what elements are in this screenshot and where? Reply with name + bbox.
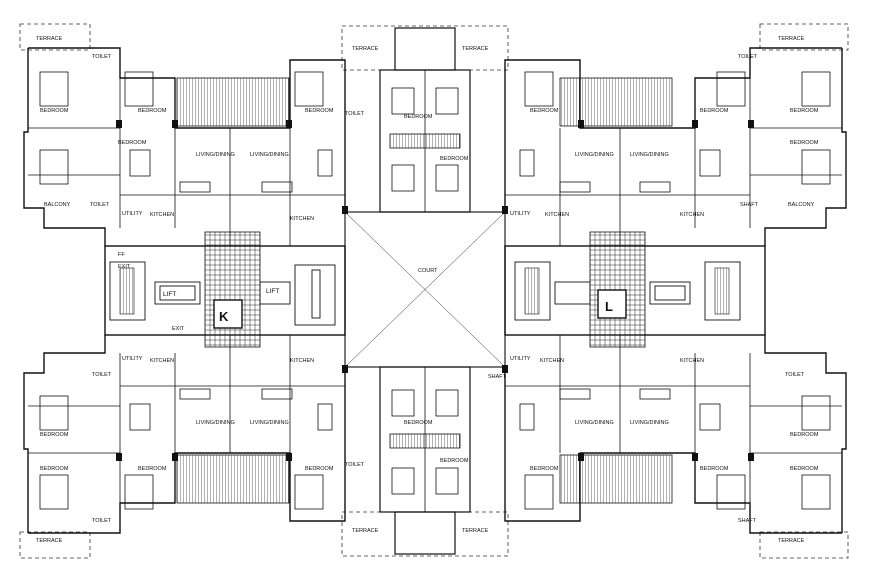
svg-text:TOILET: TOILET [92, 518, 112, 524]
svg-text:BEDROOM: BEDROOM [790, 432, 819, 438]
svg-text:KITCHEN: KITCHEN [680, 358, 704, 364]
svg-text:TOILET: TOILET [345, 111, 365, 117]
central-units [379, 27, 471, 555]
svg-text:KITCHEN: KITCHEN [290, 358, 314, 364]
svg-text:LIFT: LIFT [266, 288, 279, 295]
svg-text:FF: FF [118, 252, 125, 258]
columns [116, 120, 754, 461]
core-elements [109, 261, 741, 329]
svg-text:UTILITY: UTILITY [122, 356, 143, 362]
svg-text:BEDROOM: BEDROOM [138, 466, 167, 472]
central-court [344, 211, 506, 368]
court-label: COURT [418, 268, 438, 274]
svg-text:UTILITY: UTILITY [122, 211, 143, 217]
svg-text:LIVING/DINING: LIVING/DINING [630, 420, 669, 426]
svg-text:LIVING/DINING: LIVING/DINING [250, 420, 289, 426]
dashed-terrace-outlines [19, 23, 849, 559]
svg-text:BEDROOM: BEDROOM [40, 432, 69, 438]
svg-text:TOILET: TOILET [345, 462, 365, 468]
svg-text:UTILITY: UTILITY [510, 356, 531, 362]
svg-text:LIVING/DINING: LIVING/DINING [630, 152, 669, 158]
svg-text:BEDROOM: BEDROOM [404, 420, 433, 426]
svg-text:BEDROOM: BEDROOM [305, 466, 334, 472]
svg-text:BEDROOM: BEDROOM [305, 108, 334, 114]
svg-text:TOILET: TOILET [738, 54, 758, 60]
svg-text:LIVING/DINING: LIVING/DINING [250, 152, 289, 158]
svg-text:KITCHEN: KITCHEN [680, 212, 704, 218]
svg-text:BALCONY: BALCONY [44, 202, 71, 208]
svg-text:TERRACE: TERRACE [352, 528, 379, 534]
balcony-hatches [176, 77, 673, 504]
furniture [39, 71, 831, 510]
svg-text:EXIT: EXIT [118, 264, 131, 270]
svg-text:LIVING/DINING: LIVING/DINING [196, 420, 235, 426]
svg-text:TERRACE: TERRACE [352, 46, 379, 52]
svg-text:SHAFT: SHAFT [488, 374, 507, 380]
svg-text:TERRACE: TERRACE [778, 36, 805, 42]
svg-text:TOILET: TOILET [92, 372, 112, 378]
svg-text:KITCHEN: KITCHEN [290, 216, 314, 222]
svg-text:UTILITY: UTILITY [510, 211, 531, 217]
svg-text:TOILET: TOILET [92, 54, 112, 60]
stair-hatches [119, 267, 730, 315]
svg-text:TERRACE: TERRACE [36, 36, 63, 42]
svg-text:LIFT: LIFT [163, 291, 176, 298]
tower-l [504, 47, 847, 534]
svg-text:BEDROOM: BEDROOM [530, 108, 559, 114]
svg-text:TERRACE: TERRACE [778, 538, 805, 544]
svg-text:BEDROOM: BEDROOM [138, 108, 167, 114]
svg-text:KITCHEN: KITCHEN [150, 358, 174, 364]
svg-text:BEDROOM: BEDROOM [40, 108, 69, 114]
svg-text:BEDROOM: BEDROOM [530, 466, 559, 472]
svg-text:TERRACE: TERRACE [36, 538, 63, 544]
tower-k-label: K [219, 309, 229, 324]
svg-text:LIVING/DINING: LIVING/DINING [196, 152, 235, 158]
svg-text:BEDROOM: BEDROOM [118, 140, 147, 146]
svg-text:TOILET: TOILET [785, 372, 805, 378]
svg-text:LIVING/DINING: LIVING/DINING [575, 152, 614, 158]
tower-l-label: L [605, 299, 613, 314]
svg-text:BALCONY: BALCONY [788, 202, 815, 208]
svg-text:KITCHEN: KITCHEN [150, 212, 174, 218]
svg-text:BEDROOM: BEDROOM [404, 114, 433, 120]
svg-text:BEDROOM: BEDROOM [790, 140, 819, 146]
svg-text:SHAFT: SHAFT [738, 518, 757, 524]
interior-partitions [28, 78, 842, 503]
svg-text:KITCHEN: KITCHEN [545, 212, 569, 218]
room-labels: BEDROOM BEDROOM BEDROOM BEDROOM LIVING/D… [36, 36, 819, 544]
svg-text:BEDROOM: BEDROOM [790, 108, 819, 114]
svg-text:KITCHEN: KITCHEN [540, 358, 564, 364]
svg-text:TERRACE: TERRACE [462, 528, 489, 534]
svg-text:BEDROOM: BEDROOM [790, 466, 819, 472]
svg-text:BEDROOM: BEDROOM [440, 458, 469, 464]
svg-text:SHAFT: SHAFT [740, 202, 759, 208]
svg-text:EXIT: EXIT [172, 326, 185, 332]
svg-text:BEDROOM: BEDROOM [40, 466, 69, 472]
svg-text:BEDROOM: BEDROOM [700, 108, 729, 114]
svg-text:TERRACE: TERRACE [462, 46, 489, 52]
svg-text:LIVING/DINING: LIVING/DINING [575, 420, 614, 426]
svg-text:BEDROOM: BEDROOM [440, 156, 469, 162]
svg-text:TOILET: TOILET [90, 202, 110, 208]
svg-text:BEDROOM: BEDROOM [700, 466, 729, 472]
